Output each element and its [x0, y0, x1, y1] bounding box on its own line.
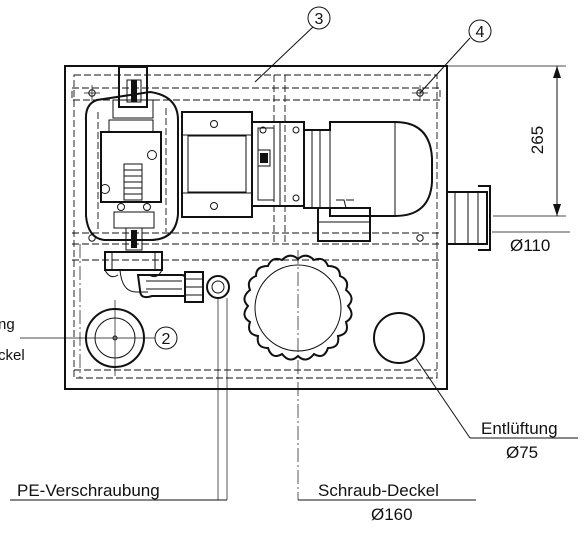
- callout-4: 4: [468, 19, 492, 43]
- left-label-line1: ng: [0, 316, 15, 333]
- dimension-265-label: 265: [528, 126, 547, 154]
- mounting-holes: [84, 85, 428, 242]
- callout-2: 2: [154, 326, 178, 350]
- electric-motor: [303, 121, 433, 242]
- callout-3-text: 3: [315, 11, 324, 28]
- dimension-265: [447, 65, 566, 217]
- screw-lid-d160: [243, 250, 353, 500]
- left-label-line2: ckel: [0, 347, 25, 364]
- pe-fitting-label: PE-Verschraubung: [17, 481, 160, 500]
- callout-3: 3: [307, 6, 331, 30]
- vent-d75: [373, 312, 425, 364]
- coupling-housing: [181, 111, 253, 218]
- vent-diameter-label: Ø75: [506, 443, 538, 462]
- outlet-pipe-d110: [446, 185, 491, 251]
- pe-fitting: [119, 269, 230, 303]
- left-lid: [20, 300, 155, 376]
- vent-label: Entlüftung: [481, 419, 558, 438]
- callout-4-text: 4: [476, 24, 485, 41]
- pump-unit: [84, 66, 179, 278]
- screw-lid-diameter-label: Ø160: [371, 505, 413, 524]
- callout-2-text: 2: [162, 331, 171, 348]
- gearbox: [251, 121, 305, 207]
- dimension-d110-label: Ø110: [510, 236, 550, 255]
- screw-lid-label: Schraub-Deckel: [318, 481, 439, 500]
- leader-lines: [10, 25, 578, 501]
